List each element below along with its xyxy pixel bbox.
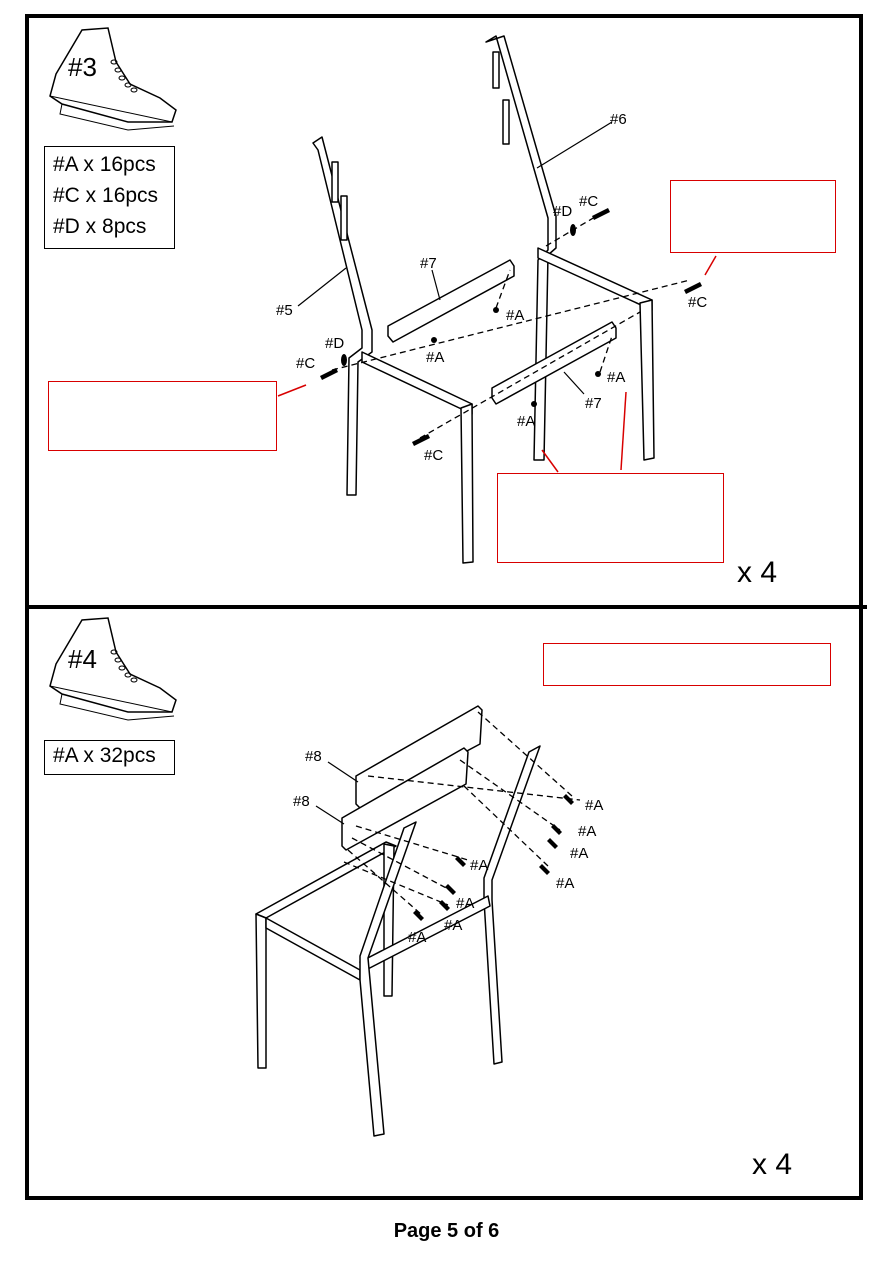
part-label: #A	[444, 917, 462, 934]
part-label: #C	[424, 447, 443, 464]
step-4-parts-list: #A x 32pcs	[44, 740, 175, 775]
part-label: #C	[579, 193, 598, 210]
back-leg-5	[312, 136, 373, 496]
back-slat-8	[341, 747, 469, 851]
step-divider	[25, 605, 867, 609]
part-label: #A	[517, 413, 535, 430]
part-label: #5	[276, 302, 293, 319]
part-label: #C	[688, 294, 707, 311]
part-label: #8	[305, 748, 322, 765]
part-label: #A	[456, 895, 474, 912]
part-label: #A	[470, 857, 488, 874]
slat-bracket	[502, 99, 510, 145]
back-leg-6	[485, 35, 557, 461]
part-label: #A	[506, 307, 524, 324]
step-3-multiplier: x 4	[737, 556, 778, 589]
red-note-box	[48, 381, 277, 451]
front-leg	[460, 403, 474, 564]
red-note-box	[497, 473, 724, 563]
seat-rail	[265, 917, 361, 981]
part-label: #7	[585, 395, 602, 412]
red-note-box	[670, 180, 836, 253]
parts-line: #C x 16pcs	[53, 184, 159, 207]
side-rail	[537, 247, 653, 311]
part-label: #D	[325, 335, 344, 352]
parts-line: #D x 8pcs	[53, 215, 147, 238]
slat-bracket	[492, 51, 500, 89]
back-leg	[359, 821, 417, 1137]
seat-rail-7	[491, 321, 617, 405]
step-3-number: #3	[68, 52, 97, 82]
step-3-shoe-icon: #3	[42, 22, 182, 132]
page-footer: Page 5 of 6	[393, 1220, 500, 1242]
part-label: #D	[553, 203, 572, 220]
part-label: #A	[607, 369, 625, 386]
step-3-parts-list: #A x 16pcs #C x 16pcs #D x 8pcs	[44, 146, 175, 249]
slat-bracket	[340, 195, 348, 241]
step-4-number: #4	[68, 644, 97, 674]
back-slat-8	[355, 705, 483, 809]
parts-line: #A x 16pcs	[53, 153, 156, 176]
back-leg	[483, 745, 541, 1065]
seat-rail-7	[387, 259, 515, 343]
red-note-box	[543, 643, 831, 686]
part-label: #C	[296, 355, 315, 372]
front-leg	[255, 913, 267, 1069]
parts-line: #A x 32pcs	[53, 744, 156, 767]
front-leg	[639, 299, 655, 461]
part-label: #7	[420, 255, 437, 272]
seat-rail	[255, 841, 397, 919]
part-label: #A	[556, 875, 574, 892]
part-label: #A	[570, 845, 588, 862]
step-4-shoe-icon: #4	[42, 612, 182, 722]
step-4-multiplier: x 4	[752, 1148, 793, 1181]
part-label: #A	[408, 929, 426, 946]
part-label: #A	[578, 823, 596, 840]
part-label: #8	[293, 793, 310, 810]
front-rail	[361, 351, 473, 415]
part-label: #A	[426, 349, 444, 366]
part-label: #6	[610, 111, 627, 128]
slat-bracket	[331, 161, 339, 203]
part-label: #A	[585, 797, 603, 814]
